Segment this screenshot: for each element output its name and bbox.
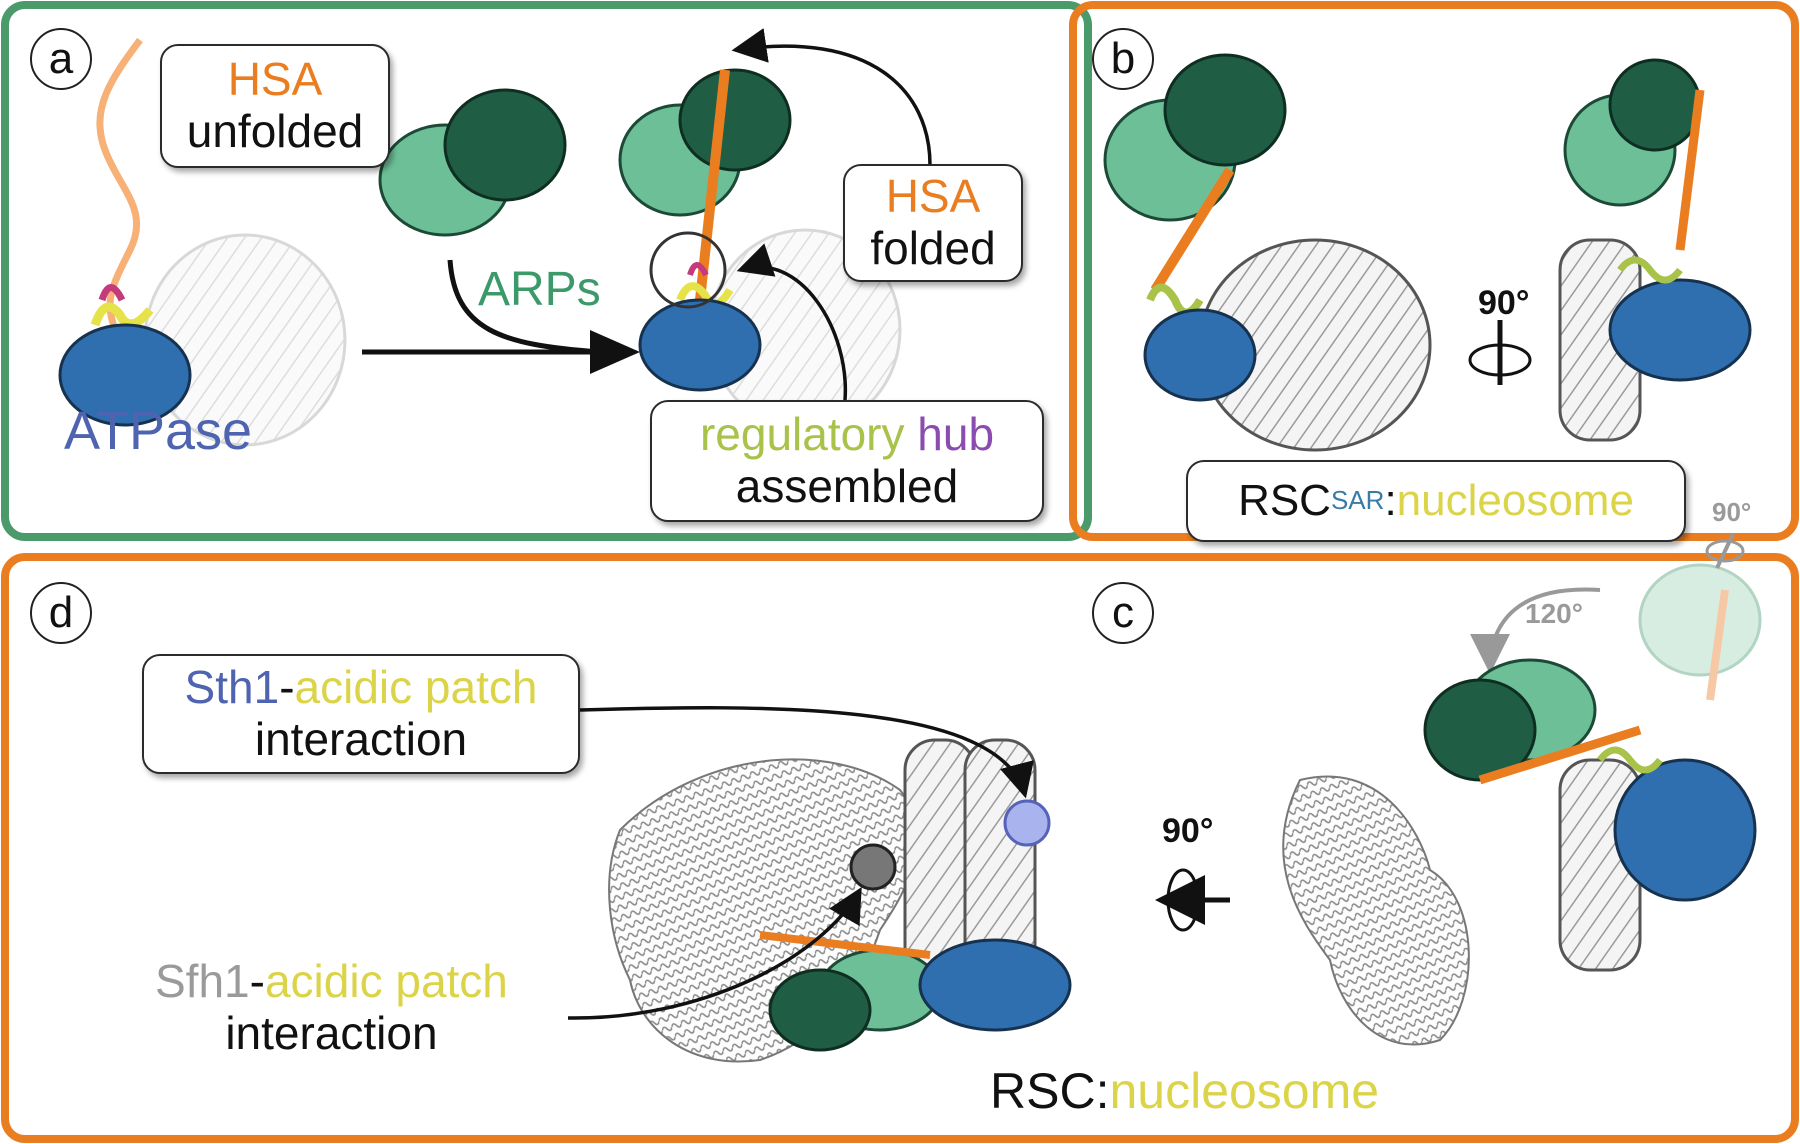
hsa-helix-b: [1150, 167, 1235, 293]
rsc-sar-sup: SAR: [1330, 485, 1385, 516]
sth1-patch-sphere: [1003, 799, 1051, 847]
atpase-label: ATPase: [64, 401, 253, 461]
ghost-hsa-c: [1706, 589, 1729, 701]
hsa-unfolded-callout: HSA unfolded: [160, 44, 390, 168]
atpase-blob-a2: [638, 298, 762, 392]
atpase-blob-d: [918, 938, 1072, 1032]
small-rotate-axis: [1715, 533, 1735, 569]
rotation-label-120: 120°: [1525, 598, 1583, 629]
hsa-helix-b2: [1675, 89, 1705, 251]
small-rotate-ring: [1705, 539, 1745, 563]
hsa-folded-callout: HSA folded: [843, 164, 1023, 282]
rsc-sar-colon: :: [1384, 476, 1397, 526]
panel-label-c: c: [1092, 582, 1154, 644]
sth1-callout: Sth1-acidic patch interaction: [142, 654, 580, 774]
rotation-label-c: 90°: [1162, 812, 1214, 850]
main-arrow-head: [590, 330, 640, 374]
arp-dark-blob-d: [768, 968, 872, 1052]
arrow-sfh1: [567, 886, 862, 1020]
sfh1-label: Sfh1-acidic patch interaction: [155, 955, 508, 1059]
sfh1-part3: interaction: [225, 1006, 438, 1059]
hub-callout: regulatory hub assembled: [650, 400, 1044, 522]
rsc-nucleosome-tail: nucleosome: [1109, 1063, 1380, 1119]
hub-helix-b2: [1617, 256, 1683, 284]
rotation-arc-c: [1470, 587, 1601, 674]
hub-helix-4: [687, 262, 709, 277]
hsa-helix-d: [759, 931, 931, 959]
hub-highlight-circle: [649, 231, 727, 309]
atpase-blob-b2: [1608, 278, 1752, 382]
arrow-to-hub: [736, 243, 848, 401]
hsa-helix-c: [1478, 725, 1642, 785]
atpase-blob-a: [58, 323, 192, 427]
sth1-part2: acidic patch: [294, 661, 538, 714]
arrow-sth1: [579, 706, 1034, 799]
arrow-to-top: [731, 28, 932, 166]
ghost-arp-c: [1638, 563, 1762, 677]
hub-word2: hub: [917, 408, 995, 461]
panel-label-a: a: [30, 28, 92, 90]
hsa-folded-helix: [695, 69, 730, 301]
rsc-nucleosome-caption: RSC:nucleosome: [990, 1062, 1379, 1120]
sfh1-patch-sphere: [849, 843, 897, 891]
sfh1-dash: -: [249, 955, 265, 1007]
rsc-sar-main: RSC: [1238, 476, 1331, 526]
sfh1-part1: Sfh1: [155, 955, 250, 1007]
hsa-folded-word2: folded: [870, 222, 996, 274]
hub-helix-1: [90, 302, 154, 329]
panel-d-graphics: [567, 706, 1072, 1063]
sth1-dash: -: [279, 661, 295, 714]
arp-dark-blob-a2: [678, 68, 792, 172]
hub-word1: regulatory: [699, 408, 905, 461]
hub-helix-2: [98, 284, 126, 302]
arp-dark-blob-b2: [1608, 58, 1702, 152]
hub-helix-b: [1146, 283, 1204, 317]
hsa-unfolded-word2: unfolded: [186, 105, 364, 157]
panel-a-frame: [1, 1, 1092, 541]
arp-dark-blob-a: [443, 88, 567, 202]
rotation-label-b: 90°: [1478, 284, 1530, 322]
panel-b-graphics: [1103, 53, 1752, 452]
hub-helix-3: [676, 282, 734, 308]
rsc-nucleosome-main: RSC:: [990, 1063, 1110, 1119]
arps-to-arrow: [447, 259, 601, 355]
sfh1-part2: acidic patch: [264, 955, 508, 1007]
sth1-part1: Sth1: [184, 661, 280, 714]
grey-body-c: [1282, 775, 1470, 1046]
arp-dark-blob-b: [1163, 53, 1287, 167]
panel-label-d: d: [30, 582, 92, 644]
panel-dc-frame: [1, 553, 1799, 1143]
atpase-blob-c: [1613, 758, 1757, 902]
panel-c-graphics: [1155, 533, 1762, 1046]
small-rotation-label: 90°: [1712, 497, 1752, 527]
hub-helix-c: [1597, 746, 1663, 774]
hub-word3: assembled: [735, 460, 959, 512]
sth1-part3: interaction: [254, 713, 468, 765]
arps-label: ARPs: [478, 263, 601, 316]
atpase-blob-b: [1143, 308, 1257, 402]
hsa-unfolded-word1: HSA: [227, 53, 323, 106]
rsc-sar-tail: nucleosome: [1396, 476, 1634, 526]
hsa-folded-word1: HSA: [885, 170, 981, 223]
panel-label-b: b: [1092, 28, 1154, 90]
